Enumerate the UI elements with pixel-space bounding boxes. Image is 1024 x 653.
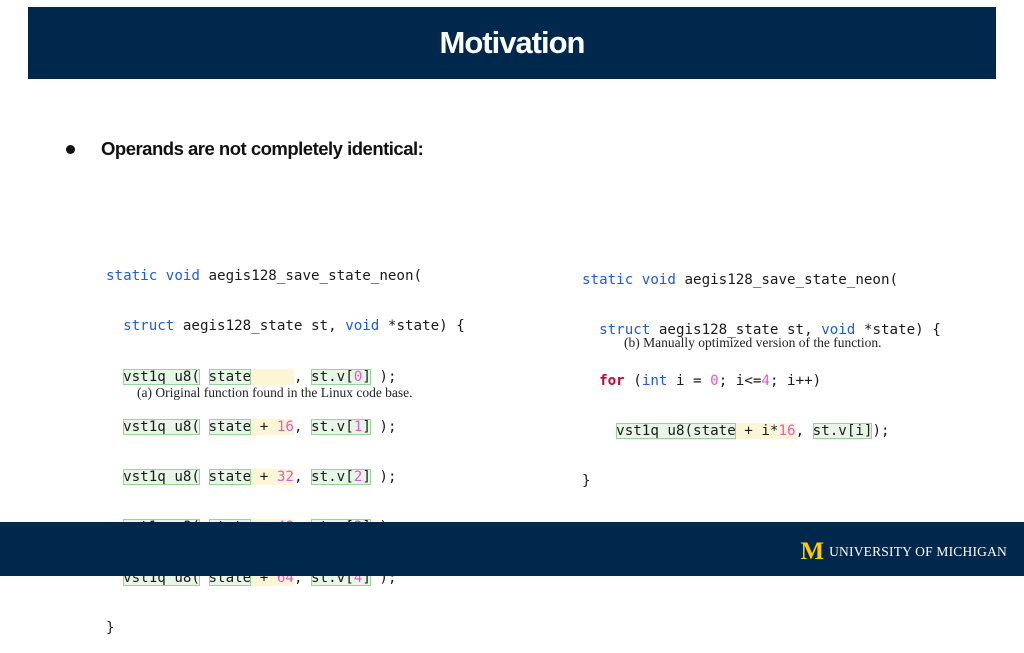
block-m-icon: M (800, 538, 825, 565)
footer-bar: M UNIVERSITY OF MICHIGAN (0, 522, 1024, 576)
code-line: static void aegis128_save_state_neon( (582, 272, 899, 288)
code-line: } (582, 473, 591, 490)
slide-title: Motivation (439, 25, 586, 60)
bullet-text: Operands are not completely identical: (101, 138, 424, 159)
code-line: static void aegis128_save_state_neon( (106, 268, 423, 284)
code-line: vst1q_u8( state + 32, st.v[2] ); (123, 469, 397, 486)
title-bar: Motivation (28, 7, 996, 79)
caption-original: (a) Original function found in the Linux… (137, 385, 413, 400)
code-optimized: static void aegis128_save_state_neon( st… (582, 239, 941, 506)
bullet-dot-icon (66, 144, 75, 154)
code-line: vst1q_u8( state , st.v[0] ); (123, 368, 397, 385)
code-line: for (int i = 0; i<=4; i++) (599, 372, 822, 389)
code-line: struct aegis128_state st, void *state) { (123, 318, 465, 335)
code-line: vst1q_u8( state + 16, st.v[1] ); (123, 418, 397, 435)
bullet-item: Operands are not completely identical: (66, 138, 424, 160)
code-line: } (106, 620, 115, 637)
university-logo: M UNIVERSITY OF MICHIGAN (800, 539, 1007, 564)
code-original: static void aegis128_save_state_neon( st… (106, 235, 465, 653)
code-line: vst1q_u8(state + i*16, st.v[i]); (616, 422, 890, 439)
code-line: struct aegis128_state st, void *state) { (599, 322, 941, 339)
university-name: UNIVERSITY OF MICHIGAN (829, 543, 1007, 559)
caption-optimized: (b) Manually optimized version of the fu… (624, 335, 882, 350)
